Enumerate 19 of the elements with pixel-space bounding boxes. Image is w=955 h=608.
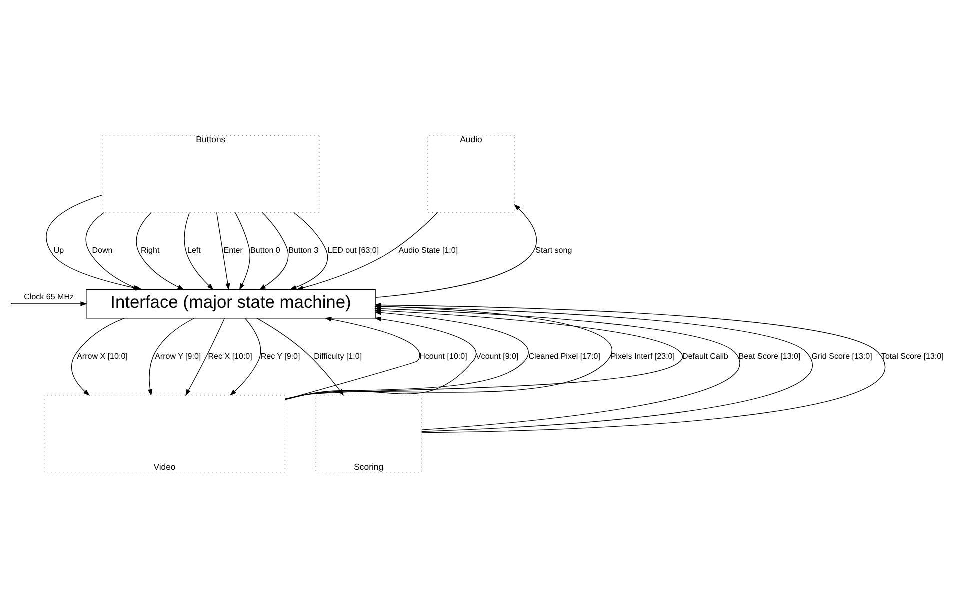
node-box: Audio [427,135,516,213]
arrow [235,212,250,290]
arrow [296,212,438,290]
arrow [216,212,230,290]
node-box: Scoring [316,395,422,473]
arrow [259,212,289,290]
arrow [186,318,226,396]
node-box: Buttons [102,135,320,213]
node-box: Interface (major state machine) [86,289,376,319]
arrow [11,302,88,306]
node-box: Video [44,395,286,473]
arrow [184,212,214,290]
arrow [290,212,328,290]
arrow [230,318,262,396]
arrow [148,318,195,396]
arrow [375,204,537,298]
arrow [71,318,125,396]
arrow [284,317,420,400]
arrow [285,316,476,400]
